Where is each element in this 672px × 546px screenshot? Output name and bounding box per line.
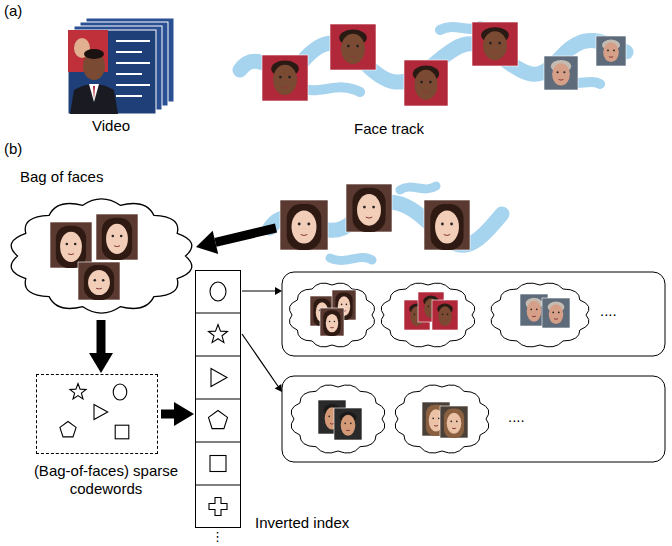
face-photo: [542, 298, 570, 328]
codeword-node: (Bag-of-faces) sparse codewords: [6, 372, 206, 502]
codeword-box: [36, 374, 158, 454]
face-photo: [596, 36, 626, 66]
node-label: Bag of faces: [20, 168, 103, 186]
label: ⋮: [211, 530, 224, 543]
posting-lists: [282, 272, 665, 462]
face-photo: [262, 55, 308, 101]
block-arrow: [196, 228, 276, 254]
face-photo: [280, 200, 328, 250]
face-photo: [424, 200, 470, 250]
video-frames: [68, 18, 174, 114]
codeword-symbols: [60, 384, 129, 439]
label: ....: [508, 408, 525, 426]
inverted-index-column: [195, 270, 241, 528]
node-label: Inverted index: [255, 514, 349, 532]
square-codeword: [210, 456, 226, 472]
bag-cloud: [491, 283, 589, 347]
triangle-codeword: [94, 404, 108, 419]
bag-cloud: [395, 385, 489, 453]
face-track: [240, 22, 626, 106]
cross-codeword: [209, 498, 227, 516]
pointer-arrow: [242, 287, 282, 295]
cloud-outline: [11, 199, 192, 313]
face-photo: [432, 300, 458, 330]
node-label: (Bag-of-faces) sparse codewords: [26, 462, 186, 498]
face-photo: [78, 262, 120, 300]
pointer-arrow: [242, 334, 282, 392]
face-photo: [472, 22, 518, 66]
label: (b): [4, 140, 22, 158]
block-arrow: [97, 320, 106, 353]
star-codeword: [70, 384, 86, 399]
block-arrow: [161, 410, 174, 419]
label: Video: [92, 117, 130, 135]
square-codeword: [115, 425, 129, 439]
face-photo: [440, 406, 468, 438]
bag-faces: [50, 214, 138, 300]
bag-of-faces-node: Bag of faces: [8, 168, 194, 318]
face-photo: [334, 408, 362, 440]
face-photo: [346, 184, 392, 232]
face-photo: [404, 60, 448, 106]
label: (a): [4, 2, 22, 20]
face-photo: [330, 24, 376, 70]
posting-list-box: [282, 272, 665, 356]
face-photo: [544, 56, 578, 90]
pentagon-codeword: [209, 411, 228, 429]
face-track: [270, 184, 502, 261]
label: ....: [600, 302, 617, 320]
bag-cloud: [381, 283, 475, 347]
circle-codeword: [210, 282, 226, 301]
pentagon-codeword: [60, 422, 76, 437]
cloud-outline: [8, 194, 194, 318]
face-photo: [50, 222, 92, 268]
bag-cloud: [291, 385, 385, 453]
inverted-index-node: Inverted index: [195, 270, 351, 534]
circle-codeword: [113, 384, 127, 400]
bag-cloud: [289, 283, 374, 347]
posting-list-box: [282, 376, 665, 462]
face-photo: [320, 308, 344, 336]
bag-of-faces-cloud: [8, 194, 194, 318]
label: Face track: [354, 120, 424, 138]
star-codeword: [209, 325, 228, 343]
index-cells: [195, 270, 241, 528]
triangle-codeword: [211, 369, 227, 387]
face-photo: [96, 214, 138, 260]
